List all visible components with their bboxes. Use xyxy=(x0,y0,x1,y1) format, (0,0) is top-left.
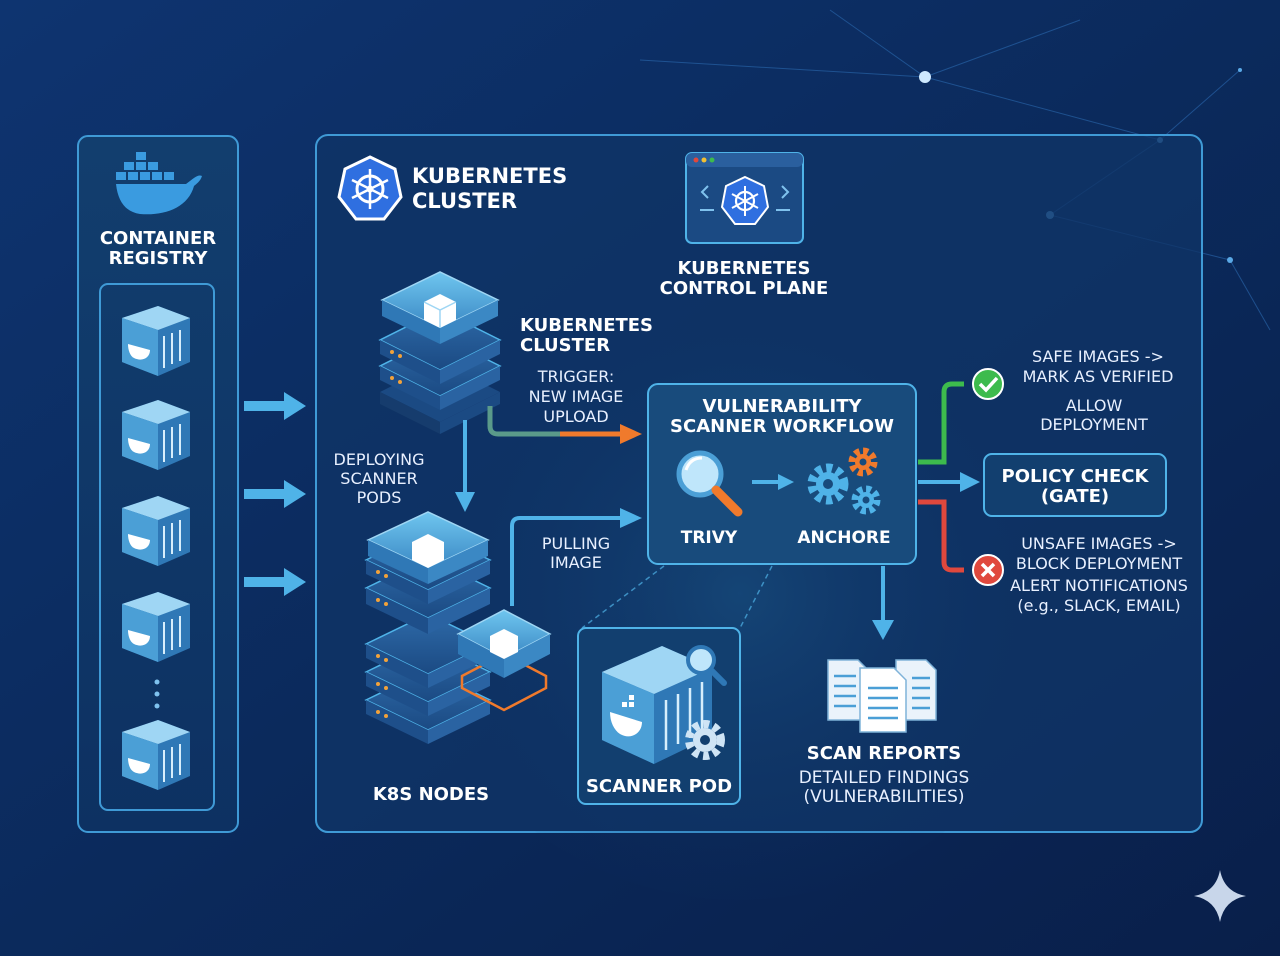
trivy-to-anchore-arrow xyxy=(752,474,794,490)
trivy-label: TRIVY xyxy=(681,528,738,548)
cluster-title-line2: CLUSTER xyxy=(412,189,517,213)
reports-arrow xyxy=(872,566,894,640)
unsafe-branch-arrow xyxy=(918,499,964,573)
k8s-nodes-label: K8S NODES xyxy=(373,784,489,805)
container-image-2[interactable] xyxy=(122,400,190,470)
scanner-pod-label: SCANNER POD xyxy=(586,776,732,797)
container-image-3[interactable] xyxy=(122,496,190,566)
registry-panel xyxy=(77,135,239,833)
reports-line1: SCAN REPORTS xyxy=(807,743,961,764)
unsafe-line2: BLOCK DEPLOYMENT xyxy=(1016,554,1182,573)
control-plane-line1: KUBERNETES xyxy=(677,258,810,279)
unsafe-x-icon xyxy=(972,554,1004,586)
pulling-arrow xyxy=(510,508,642,606)
zoom-lines xyxy=(581,565,773,629)
control-plane-monitor[interactable] xyxy=(685,152,804,244)
documents-icon xyxy=(827,659,937,733)
registry-to-cluster-arrows xyxy=(244,392,306,596)
scanner-workflow-box[interactable] xyxy=(647,383,917,565)
cluster-node-line2: CLUSTER xyxy=(520,335,610,356)
container-image-4[interactable] xyxy=(122,592,190,662)
deploying-arrow xyxy=(455,420,475,512)
safe-line3: ALLOW xyxy=(1066,396,1123,415)
registry-title-line1: CONTAINER xyxy=(100,228,216,249)
deploying-line2: SCANNER xyxy=(340,469,417,488)
reports-line2: DETAILED FINDINGS xyxy=(799,768,970,788)
cluster-node-line1: KUBERNETES xyxy=(520,315,653,336)
policy-check-gate[interactable] xyxy=(983,453,1167,517)
registry-title-line2: REGISTRY xyxy=(109,248,209,269)
glow-star xyxy=(919,71,931,83)
scanner-pod-container-icon xyxy=(602,646,712,764)
safe-line2: MARK AS VERIFIED xyxy=(1023,367,1174,386)
sparkle-icon xyxy=(1194,870,1246,922)
workflow-title-line2: SCANNER WORKFLOW xyxy=(670,416,894,437)
cluster-title-line1: KUBERNETES xyxy=(412,164,567,188)
container-image-1[interactable] xyxy=(122,306,190,376)
safe-line4: DEPLOYMENT xyxy=(1040,415,1148,434)
scanner-pod-magnifier-icon xyxy=(686,645,727,686)
scanner-pod-gear-icon xyxy=(685,720,725,760)
deploying-line1: DEPLOYING xyxy=(334,450,425,469)
workflow-title-line1: VULNERABILITY xyxy=(702,396,862,417)
pulling-line1: PULLING xyxy=(542,534,610,553)
control-plane-line2: CONTROL PLANE xyxy=(660,278,829,299)
docker-whale-icon xyxy=(116,152,202,215)
magnifier-icon xyxy=(676,450,743,517)
trigger-arrow xyxy=(487,406,642,444)
unsafe-line1: UNSAFE IMAGES -> xyxy=(1021,534,1177,553)
policy-line1: POLICY CHECK xyxy=(1002,466,1150,487)
reports-line3: (VULNERABILITIES) xyxy=(803,787,964,807)
policy-line2: (GATE) xyxy=(1041,486,1109,507)
safe-branch-arrow xyxy=(918,381,964,465)
safe-check-icon xyxy=(972,368,1004,400)
gears-icon xyxy=(807,447,881,515)
anchore-label: ANCHORE xyxy=(797,528,890,548)
unsafe-line4: (e.g., SLACK, EMAIL) xyxy=(1017,596,1180,615)
ellipsis-dots-icon xyxy=(154,679,160,709)
cluster-node-stack[interactable] xyxy=(378,271,502,434)
trigger-line2: NEW IMAGE xyxy=(529,387,624,406)
pulling-line2: IMAGE xyxy=(550,553,602,572)
policy-arrow xyxy=(918,472,980,492)
k8s-node-stack[interactable] xyxy=(364,511,492,744)
container-image-5[interactable] xyxy=(122,720,190,790)
deploying-line3: PODS xyxy=(357,488,402,507)
unsafe-line3: ALERT NOTIFICATIONS xyxy=(1010,576,1188,595)
scanner-pod-node[interactable] xyxy=(456,609,552,712)
trigger-line3: UPLOAD xyxy=(543,407,608,426)
safe-line1: SAFE IMAGES -> xyxy=(1032,347,1164,366)
trigger-line1: TRIGGER: xyxy=(537,367,615,386)
registry-image-list xyxy=(99,283,215,811)
kubernetes-logo-icon xyxy=(337,155,403,221)
